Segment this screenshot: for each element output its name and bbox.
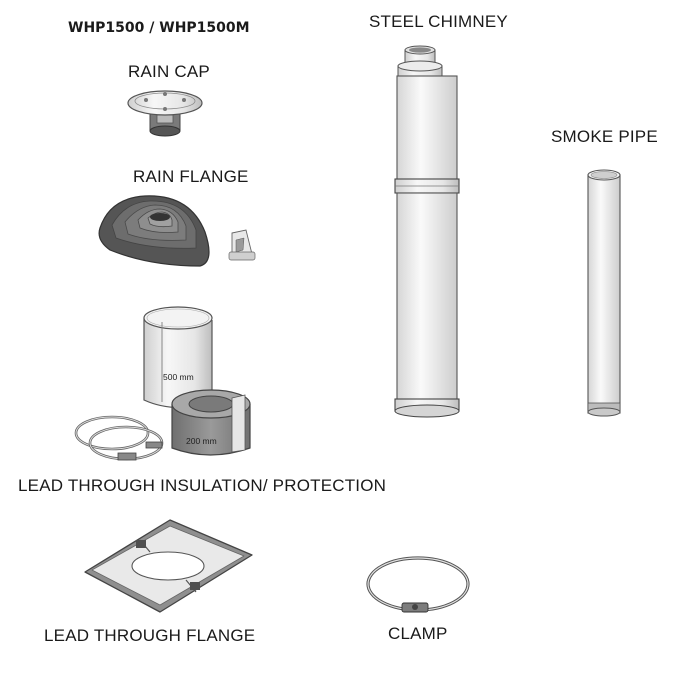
sleeve-dimension: 500 mm (163, 372, 194, 382)
insulation-dimension: 200 mm (186, 436, 217, 446)
clamp (366, 556, 470, 613)
lead-through-insulation-label: LEAD THROUGH INSULATION/ PROTECTION (18, 476, 387, 495)
smoke-pipe (587, 169, 621, 417)
steel-chimney (394, 45, 460, 418)
lead-through-flange (84, 519, 253, 613)
rain-cap (127, 90, 203, 137)
rain-cap-label: RAIN CAP (128, 62, 210, 81)
rain-flange-label: RAIN FLANGE (133, 167, 249, 186)
clamp-label: CLAMP (388, 624, 448, 643)
rain-flange (98, 195, 256, 267)
steel-chimney-label: STEEL CHIMNEY (369, 12, 508, 31)
diagram-title: WHP1500 / WHP1500M (68, 20, 250, 36)
smoke-pipe-label: SMOKE PIPE (551, 127, 658, 146)
lead-through-insulation: 500 mm 200 mm (74, 306, 251, 461)
lead-through-flange-label: LEAD THROUGH FLANGE (44, 626, 256, 645)
